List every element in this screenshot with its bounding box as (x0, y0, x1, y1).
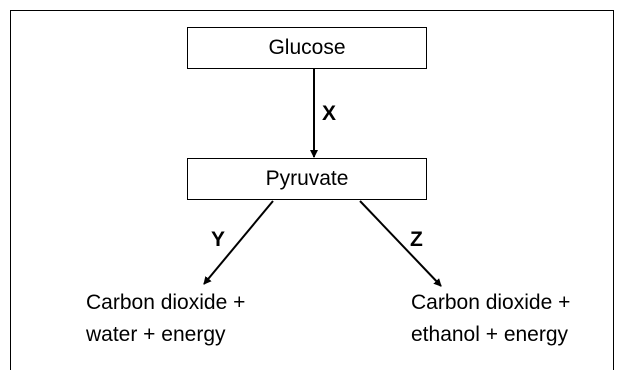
anaerobic-products: Carbon dioxide + ethanol + energy (411, 287, 570, 351)
anaerobic-products-line1: Carbon dioxide + (411, 291, 571, 314)
anaerobic-products-line2: ethanol + energy (411, 323, 569, 346)
step-x-label: X (322, 102, 337, 125)
aerobic-products-line1: Carbon dioxide + (86, 291, 246, 314)
aerobic-products-line2: water + energy (86, 323, 226, 346)
step-y-label: Y (211, 228, 226, 251)
pyruvate-label: Pyruvate (265, 167, 349, 190)
diagram-frame (10, 10, 614, 370)
arrow-z (359, 200, 442, 287)
arrow-y (203, 200, 274, 285)
glucose-label: Glucose (268, 36, 346, 59)
glucose-box: Glucose (187, 27, 427, 69)
step-z-label: Z (410, 228, 423, 251)
pyruvate-box: Pyruvate (187, 158, 427, 200)
aerobic-products: Carbon dioxide + water + energy (86, 287, 245, 351)
